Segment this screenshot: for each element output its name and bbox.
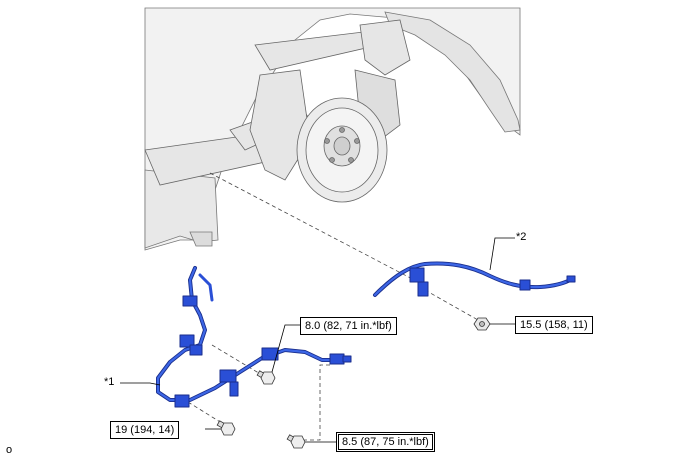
bolt-icon [216,370,306,449]
brake-disc-icon [296,97,388,203]
nut-icon [473,317,491,331]
leader-bracket-to-bolt-top [211,344,263,376]
shock-mount [359,19,411,76]
lower-bracket [189,231,213,247]
leader-bracket-to-bolt-bottom [302,364,330,441]
harness-1 [156,266,352,408]
torque-label-top: 8.0 (82, 71 in.*lbf) [300,317,397,335]
knuckle [249,69,311,181]
label-leaders [120,237,515,443]
torque-label-right: 15.5 (158, 11) [515,316,593,334]
leader-body-to-harness2 [209,172,421,284]
suspension [144,19,411,186]
callout-harness-1: *1 [104,376,115,388]
corner-mark: o [6,444,13,456]
torque-label-left: 19 (194, 14) [110,421,180,439]
leader-harness2-to-nut [424,289,479,321]
torque-label-bottom: 8.5 (87, 75 in.*lbf) [336,432,435,452]
leader-bracket-to-bolt-left [187,401,226,426]
wheel-well-liner [384,11,521,133]
harness-2 [373,261,576,297]
callout-harness-2: *2 [516,231,527,243]
leader-lines [187,172,479,441]
vehicle-body [144,7,521,251]
